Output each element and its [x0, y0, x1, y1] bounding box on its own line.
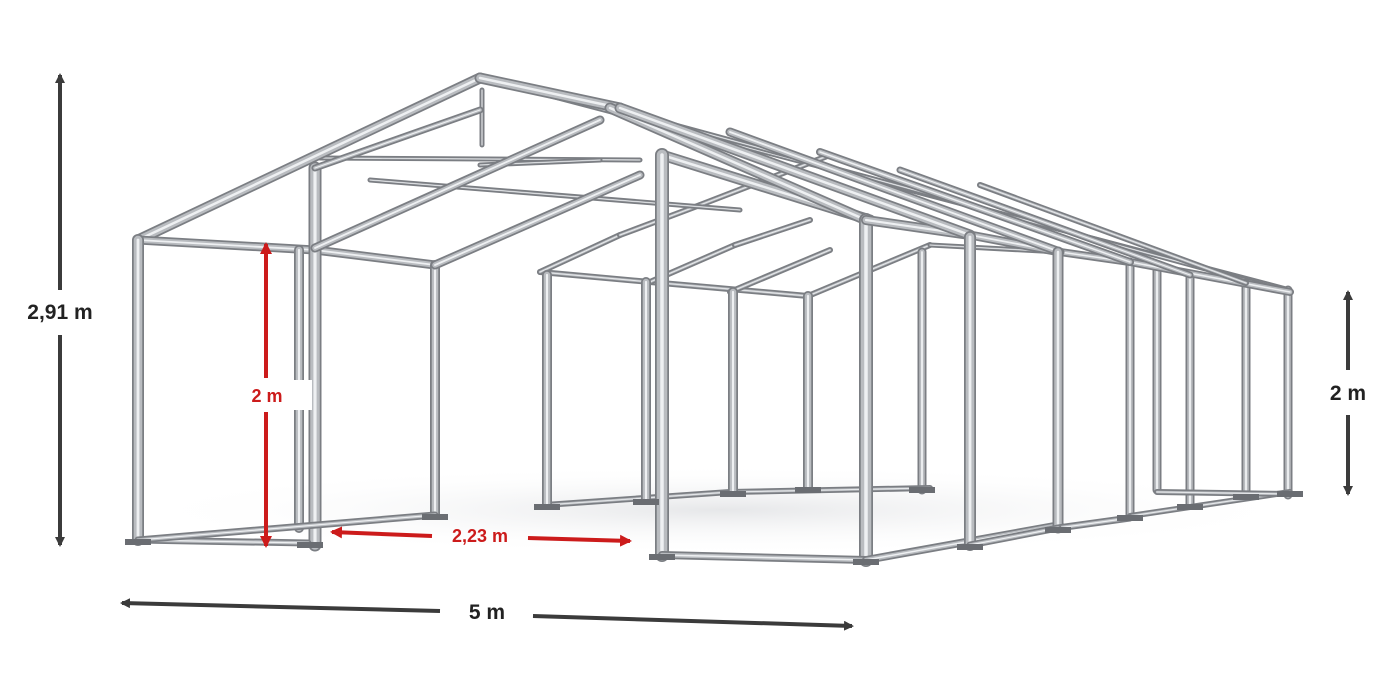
- base-rail: [542, 489, 733, 508]
- dimension-width: 5 m: [120, 598, 854, 631]
- dimension-total-height: 2,91 m: [27, 73, 93, 547]
- base-plate: [297, 542, 323, 548]
- base-plate: [853, 559, 879, 565]
- rafter-tube: [977, 182, 1249, 286]
- total-height-label: 2,91 m: [27, 301, 92, 324]
- base-plate: [1117, 515, 1143, 521]
- base-plate: [125, 539, 151, 545]
- width-label: 5 m: [469, 601, 505, 624]
- base-rail: [966, 524, 1062, 549]
- rafter-tube: [604, 102, 872, 226]
- base-rail: [134, 511, 439, 544]
- rafter-tube: [727, 247, 833, 295]
- dimension-side-height: 2 m: [1330, 290, 1366, 496]
- inner-height-label: 2 m: [251, 386, 282, 406]
- gable-rafter-tube: [474, 72, 626, 114]
- rafter-tube: [537, 232, 623, 275]
- bay-spacing-label: 2,23 m: [452, 526, 508, 546]
- cross-brace: [367, 177, 743, 213]
- base-rail: [727, 485, 933, 495]
- base-rail: [1154, 489, 1293, 497]
- rafter-tube: [816, 148, 1134, 266]
- rafter-tube: [732, 217, 813, 248]
- width-arrow-right: [532, 614, 854, 631]
- rafter-tube: [614, 102, 976, 241]
- dimension-inner-height: 2 m: [244, 242, 312, 548]
- base-plate: [422, 514, 448, 520]
- base-plate: [534, 504, 560, 510]
- base-plates: [125, 487, 1303, 565]
- rafter-tube: [896, 166, 1194, 279]
- width-arrow-left: [120, 598, 441, 613]
- base-plate: [957, 544, 983, 550]
- bay-spacing-arrow-right: [527, 534, 632, 547]
- eave-tube: [133, 235, 320, 255]
- base-plate: [909, 487, 935, 493]
- inner-height-label-bg: [244, 380, 312, 410]
- base-plate: [633, 499, 659, 505]
- bay-spacing-arrow-left: [330, 526, 433, 539]
- base-plate: [1233, 494, 1259, 500]
- rafter-tube: [311, 106, 484, 172]
- eave-tube: [1126, 258, 1294, 296]
- base-plate: [1277, 491, 1303, 497]
- base-plate: [1045, 527, 1071, 533]
- gable-rafter-tube: [132, 72, 486, 246]
- eave-tube: [537, 269, 653, 285]
- base-plate: [795, 487, 821, 493]
- rafter-tube: [310, 115, 605, 253]
- tent-frame: [132, 72, 1294, 567]
- base-plate: [720, 491, 746, 497]
- base-rail: [658, 551, 870, 564]
- rafter-tube: [725, 127, 1065, 257]
- base-plate: [649, 554, 675, 560]
- side-height-label: 2 m: [1330, 382, 1366, 405]
- eave-tube: [310, 245, 440, 270]
- rafter-tube: [430, 170, 645, 270]
- dimension-bay-spacing: 2,23 m: [330, 526, 632, 547]
- base-plate: [1177, 504, 1203, 510]
